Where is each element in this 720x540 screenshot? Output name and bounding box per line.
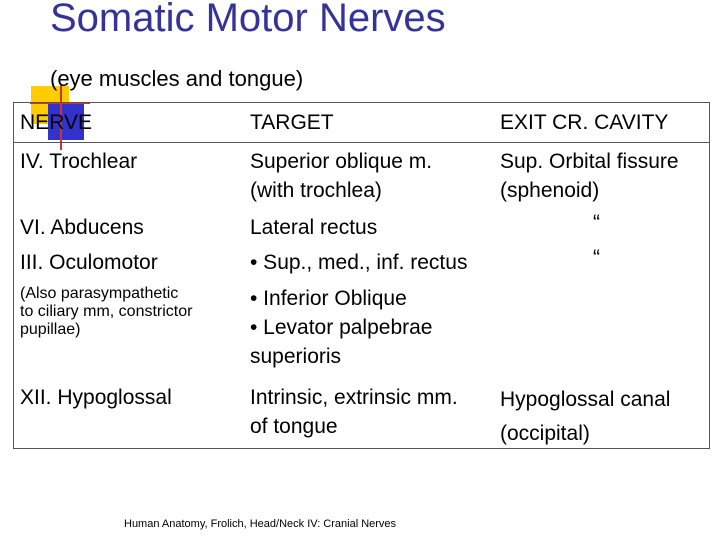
- decorative-blue-square: [48, 104, 84, 140]
- cell-nerve-abducens: VI. Abducens: [20, 216, 144, 239]
- table-header-row: [13, 102, 709, 143]
- header-target: TARGET: [250, 111, 334, 134]
- cell-nerve-parasympathetic-note: (Also parasympathetic to ciliary mm, con…: [20, 285, 193, 338]
- cell-nerve-trochlear: IV. Trochlear: [20, 150, 138, 173]
- slide-subtitle: (eye muscles and tongue): [50, 66, 304, 91]
- cell-target-hypoglossal: Intrinsic, extrinsic mm. of tongue: [250, 386, 458, 438]
- cell-exit-hypoglossal: Hypoglossal canal (occipital): [500, 388, 671, 445]
- cell-target-oculomotor: • Sup., med., inf. rectus: [250, 251, 468, 274]
- cell-nerve-hypoglossal: XII. Hypoglossal: [20, 386, 172, 409]
- cell-exit-abducens: “: [593, 211, 600, 234]
- cell-target-abducens: Lateral rectus: [250, 216, 378, 239]
- slide-title: Somatic Motor Nerves: [50, 0, 446, 40]
- nerve-table: [13, 102, 710, 449]
- cell-target-oculomotor-extra: • Inferior Oblique • Levator palpebrae s…: [250, 287, 433, 368]
- decorative-horizontal-line: [30, 102, 90, 104]
- decorative-vertical-line: [60, 84, 62, 150]
- cell-exit-oculomotor: “: [593, 246, 600, 269]
- cell-exit-trochlear: Sup. Orbital fissure (sphenoid): [500, 150, 679, 202]
- header-exit: EXIT CR. CAVITY: [500, 111, 669, 134]
- footer-caption: Human Anatomy, Frolich, Head/Neck IV: Cr…: [124, 518, 397, 530]
- cell-nerve-oculomotor: III. Oculomotor: [20, 251, 158, 274]
- header-nerve: NERVE: [20, 111, 92, 134]
- cell-target-trochlear: Superior oblique m. (with trochlea): [250, 150, 433, 202]
